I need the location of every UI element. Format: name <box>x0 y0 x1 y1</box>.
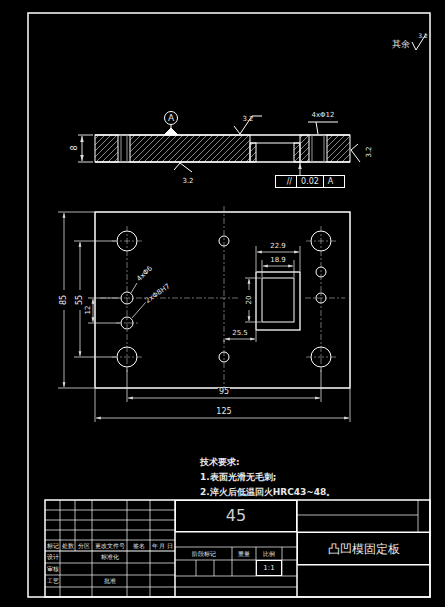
dimension-text: 95 <box>218 388 230 396</box>
dimension-text: 125 <box>215 408 232 416</box>
roughness-label: 3.2 <box>182 178 193 185</box>
title-block-cell: 审核 <box>47 566 59 572</box>
cell-text: 45 <box>226 508 246 524</box>
dimension-text: 2xΦ8H7 <box>144 282 173 305</box>
technical-note: 1.表面光滑无毛刺; <box>200 473 276 482</box>
cell-text: 凸凹模固定板 <box>328 543 400 555</box>
dimension-text: 55 <box>76 294 84 306</box>
dimension-text: 4xΦ6 <box>135 264 154 283</box>
title-block-cell: 重量 <box>238 551 250 557</box>
title-block-cell: 比例 <box>263 551 275 557</box>
technical-note: 2.淬火后低温回火HRC43~48。 <box>200 488 335 497</box>
title-block-cell: 年 月 日 <box>152 543 174 549</box>
dimension-text: 12 <box>85 306 92 315</box>
cell-text: A <box>323 176 337 187</box>
title-block-cell: 批准 <box>104 578 116 584</box>
scale-cell: 1:1 <box>256 560 282 576</box>
datum-symbol: A <box>164 111 178 125</box>
title-block-cell: 标准化 <box>101 554 119 560</box>
cell-text: A <box>168 114 174 123</box>
title-block-cell: 处数 <box>62 543 74 549</box>
dimension-text: 4xΦ12 <box>311 112 334 119</box>
part-name-cell: 凸凹模固定板 <box>297 532 430 565</box>
roughness-label: 3.2 <box>418 33 428 39</box>
dimension-text: 85 <box>60 294 68 306</box>
roughness-label: 其余 <box>392 40 410 49</box>
cell-text: // <box>283 176 296 187</box>
title-block-cell: 阶段标记 <box>192 551 216 557</box>
technical-note: 技术要求: <box>200 458 240 467</box>
dimension-text: 22.9 <box>269 243 287 250</box>
dimension-text: 20 <box>246 295 253 306</box>
roughness-label: 3.2 <box>242 116 253 123</box>
title-block-cell: 签名 <box>133 543 145 549</box>
title-block-cell: 更改文件号 <box>95 543 125 549</box>
cell-text: 0.02 <box>296 176 323 187</box>
dimension-text: 18.9 <box>269 257 287 264</box>
title-block-cell: 设计 <box>47 554 59 560</box>
roughness-label: 3.2 <box>366 146 373 157</box>
material-cell: 45 <box>175 500 297 532</box>
title-block-cell: 标记 <box>47 543 59 549</box>
cell-text: 1:1 <box>263 565 274 572</box>
tolerance-frame: //0.02A <box>275 175 345 188</box>
dimension-text: 8 <box>71 145 79 150</box>
title-block-cell: 分区 <box>78 543 90 549</box>
title-block-cell: 工艺 <box>47 578 59 584</box>
dimension-text: 25.5 <box>231 330 249 337</box>
